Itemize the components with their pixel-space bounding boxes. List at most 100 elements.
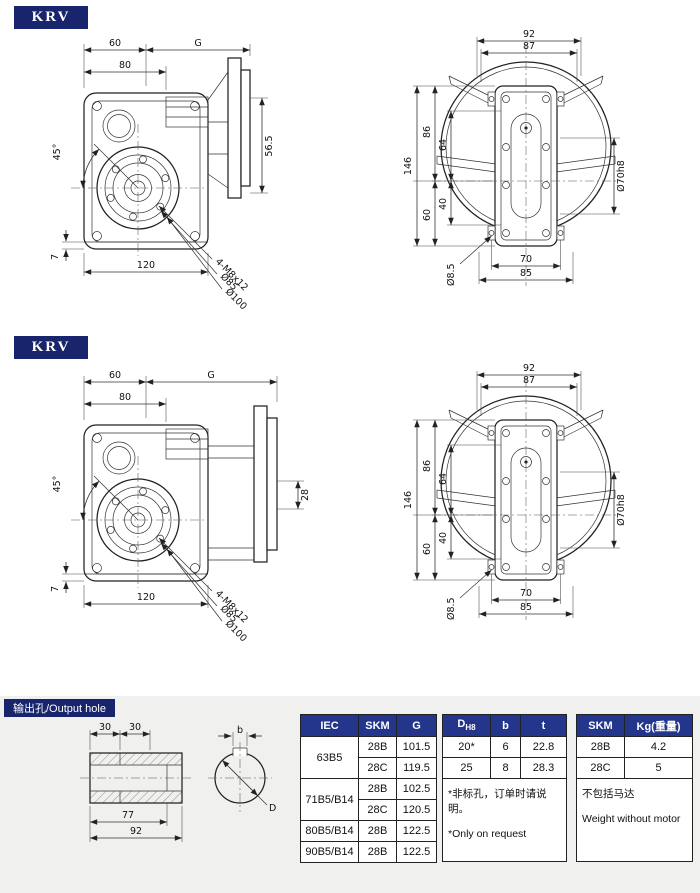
table-cell: 28C: [576, 757, 625, 779]
dim-120: 120: [137, 260, 155, 271]
table-row: 28C 5: [576, 757, 693, 779]
note-cell: 不包括马达 Weight without motor: [576, 778, 693, 862]
table-cell: 22.8: [520, 736, 567, 758]
side-view-1-svg: 60 G 80 45° 56.5 7 120 4-M8x12 Ø85 Ø100: [50, 38, 275, 312]
dim-146: 146: [403, 491, 414, 509]
table-cell: 102.5: [396, 778, 437, 800]
front-view-2: 92 87 146 86 64 60 40 Ø70h8 Ø8.5 70 85: [392, 352, 692, 657]
table-cell: 20*: [442, 736, 491, 758]
table-cell: 28C: [358, 799, 397, 821]
table-row: 80B5/B14 28B 122.5: [300, 820, 437, 842]
note-en: Weight without motor: [582, 813, 681, 825]
table-row: 25 8 28.3: [442, 757, 567, 779]
output-flange-extended: [208, 405, 278, 563]
dim-60: 60: [422, 543, 433, 555]
dim-28: 28: [300, 489, 311, 501]
table-header-row: IEC SKM G: [300, 714, 437, 737]
dim-56-5: 56.5: [264, 135, 275, 156]
dim-45deg: 45°: [52, 144, 63, 161]
table-cell: 80B5/B14: [300, 820, 359, 842]
krv-badge-2: KRV: [14, 336, 88, 359]
table-cell: 63B5: [300, 736, 359, 779]
dim-60: 60: [109, 38, 121, 49]
side-view-1: 60 G 80 45° 56.5 7 120 4-M8x12 Ø85 Ø100: [16, 26, 376, 336]
table-row: 63B5 28B 101.5: [300, 736, 437, 779]
dim-dia70h8: Ø70h8: [616, 160, 627, 192]
table-cell: 120.5: [396, 799, 437, 821]
dim-dia8-5: Ø8.5: [446, 263, 457, 286]
table-row: 28C 119.5: [301, 757, 437, 779]
dim-40: 40: [438, 532, 449, 544]
front-view-1: 92 87 146 86 64 60 40 Ø70h8 Ø8.5 70 85: [392, 18, 692, 323]
dim-dia70h8: Ø70h8: [616, 494, 627, 526]
note-cell: *非标孔，订单时请说明。 *Only on request: [442, 778, 567, 862]
output-hole-svg: 30 30 77 92 b D: [80, 722, 276, 842]
table-cell: 6: [490, 736, 521, 758]
g-header: G: [396, 714, 437, 737]
table-row: 20* 6 22.8: [442, 736, 567, 758]
dim-70: 70: [520, 588, 532, 599]
dim-87: 87: [523, 375, 535, 386]
side-view-2: 60 G 80 45° 28 7 120 4-M8x12 Ø85 Ø100: [16, 358, 376, 673]
kg-header: Kg(重量): [624, 714, 693, 737]
dim-120: 120: [137, 592, 155, 603]
dim-80: 80: [119, 60, 131, 71]
note-cn: *非标孔，订单时请说明。: [448, 788, 547, 815]
front-view-1-svg: 92 87 146 86 64 60 40 Ø70h8 Ø8.5 70 85: [403, 29, 627, 286]
krv-badge-1: KRV: [14, 6, 88, 29]
d-header-subscript: H8: [465, 723, 476, 733]
dim-86: 86: [422, 126, 433, 138]
dim-g: G: [194, 38, 201, 49]
note-en: *Only on request: [448, 828, 527, 840]
output-flange: [207, 57, 251, 199]
mounting-ears: [432, 378, 620, 620]
dimensions: 92 87 146 86 64 60 40 Ø70h8 Ø8.5 70 85: [403, 363, 627, 620]
dim-40: 40: [438, 198, 449, 210]
table-cell: 122.5: [396, 841, 437, 863]
output-hole-drawing: 30 30 77 92 b D: [70, 708, 310, 878]
dim-g: G: [207, 370, 214, 381]
side-view-2-svg: 60 G 80 45° 28 7 120 4-M8x12 Ø85 Ø100: [50, 370, 311, 644]
dim-7: 7: [50, 586, 61, 592]
dim-146: 146: [403, 157, 414, 175]
dim-b: b: [237, 725, 243, 736]
table-cell: 28.3: [520, 757, 567, 779]
hollow-shaft-section: [80, 752, 192, 804]
table-cell: 28B: [358, 778, 397, 800]
dim-7: 7: [50, 254, 61, 260]
table-cell: 28B: [358, 820, 397, 842]
dim-85: 85: [520, 602, 532, 613]
t-header: t: [520, 714, 567, 737]
table-note-row: 不包括马达 Weight without motor: [576, 778, 693, 862]
dim-30a: 30: [99, 722, 111, 733]
dim-86: 86: [422, 460, 433, 472]
d-h8-header: DH8: [442, 714, 491, 737]
iec-g-table: IEC SKM G 63B5 28B 101.5 28C 119.5 71B5/…: [300, 714, 437, 863]
bore-table: DH8 b t 20* 6 22.8 25 8 28.3 *非标孔，订单时请说明…: [442, 714, 567, 862]
table-row: 71B5/B14 28B 102.5: [300, 778, 437, 821]
table-cell: 71B5/B14: [300, 778, 359, 821]
table-cell: 8: [490, 757, 521, 779]
dim-60: 60: [109, 370, 121, 381]
gearbox-housing: [71, 424, 209, 588]
dim-d: D: [269, 803, 276, 814]
table-cell: 28B: [576, 736, 625, 758]
weight-table: SKM Kg(重量) 28B 4.2 28C 5 不包括马达 Weight wi…: [576, 714, 693, 862]
note-cn: 不包括马达: [582, 788, 635, 800]
output-hole-badge: 输出孔/Output hole: [4, 699, 115, 717]
table-cell: 28B: [358, 736, 397, 758]
mounting-ears: [432, 44, 620, 286]
table-cell: 25: [442, 757, 491, 779]
table-cell: 90B5/B14: [300, 841, 359, 863]
table-note-row: *非标孔，订单时请说明。 *Only on request: [442, 778, 567, 862]
dim-45deg: 45°: [52, 476, 63, 493]
table-row: 90B5/B14 28B 122.5: [300, 841, 437, 863]
dim-87: 87: [523, 41, 535, 52]
shaft-dimensions: 30 30 77 92: [89, 722, 183, 842]
dim-64: 64: [438, 473, 449, 485]
table-header-row: SKM Kg(重量): [576, 714, 693, 737]
table-cell: 101.5: [396, 736, 437, 758]
table-header-row: DH8 b t: [442, 714, 567, 737]
table-cell: 4.2: [624, 736, 693, 758]
dim-92: 92: [523, 363, 535, 374]
